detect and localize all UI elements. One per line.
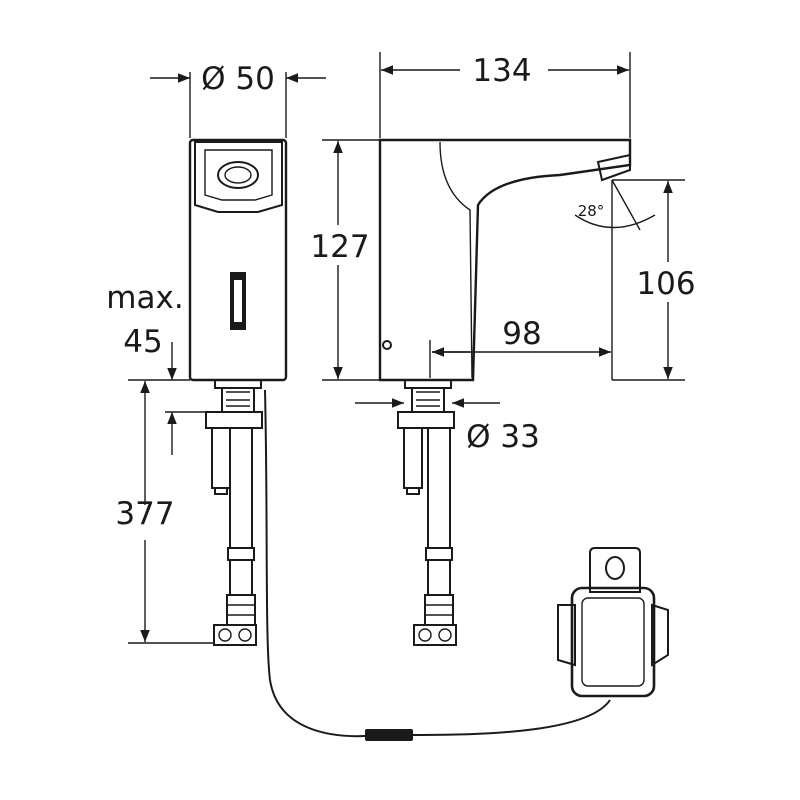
spout-reach-label: 98 — [502, 316, 541, 352]
nut-circle-side-2 — [438, 628, 452, 642]
bracket-right — [651, 603, 669, 667]
max-value: 45 — [123, 324, 162, 360]
sensor-lens-inner — [224, 166, 252, 184]
angle-arc — [574, 214, 656, 229]
outlet-nozzle — [596, 153, 631, 182]
power-cable — [264, 389, 611, 738]
width-total-label: 134 — [472, 53, 531, 89]
height-body-label: 127 — [310, 229, 369, 265]
nut-thread-side — [416, 391, 440, 407]
nut-circle-1 — [218, 628, 232, 642]
rod-end-side — [406, 487, 420, 495]
angle-ray — [611, 179, 641, 231]
hex-nut-front — [213, 624, 257, 646]
hex-nut-side — [413, 624, 457, 646]
fitting-lines-side — [425, 604, 453, 616]
indicator-slot-inner — [234, 280, 242, 322]
sensor-lens — [217, 161, 259, 189]
outlet-angle-label: 28° — [578, 202, 605, 220]
height-outlet-label: 106 — [636, 266, 695, 302]
side-view: 134 127 106 98 28° Ø 33 — [310, 52, 696, 646]
hose-fitting-side — [424, 594, 454, 626]
hose-collar-1 — [227, 547, 255, 561]
sensor-window — [204, 149, 273, 201]
nut-thread — [226, 391, 250, 407]
nut-circle-2 — [238, 628, 252, 642]
cable-connector — [365, 729, 413, 741]
sensor-housing — [194, 141, 283, 213]
body-contour — [439, 141, 473, 379]
hose-length-label: 377 — [115, 496, 174, 532]
max-label: max. — [106, 280, 183, 316]
fitting-lines — [227, 604, 255, 616]
hose-side-lower — [427, 559, 451, 596]
hose-fitting-front — [226, 594, 256, 626]
power-box — [570, 586, 656, 698]
power-unit — [264, 389, 669, 741]
front-view: Ø 50 max. 45 377 — [106, 61, 326, 646]
rod-end-front — [214, 487, 228, 495]
threaded-rod-side — [403, 427, 423, 489]
diameter-base-label: Ø 33 — [466, 419, 540, 455]
mounting-tab — [589, 547, 641, 593]
diameter-body-label: Ø 50 — [201, 61, 275, 97]
bracket-left — [557, 604, 576, 667]
hose-front-upper — [229, 427, 253, 549]
hose-front-lower — [229, 559, 253, 596]
hose-side-upper — [427, 427, 451, 549]
clamp-front — [205, 411, 263, 429]
mounting-hole — [605, 556, 625, 580]
threaded-rod-front — [211, 427, 231, 489]
set-screw — [382, 340, 392, 350]
hose-collar-side — [425, 547, 453, 561]
nut-circle-side-1 — [418, 628, 432, 642]
side-body — [378, 138, 632, 382]
power-box-face — [581, 597, 645, 687]
clamp-side — [397, 411, 455, 429]
